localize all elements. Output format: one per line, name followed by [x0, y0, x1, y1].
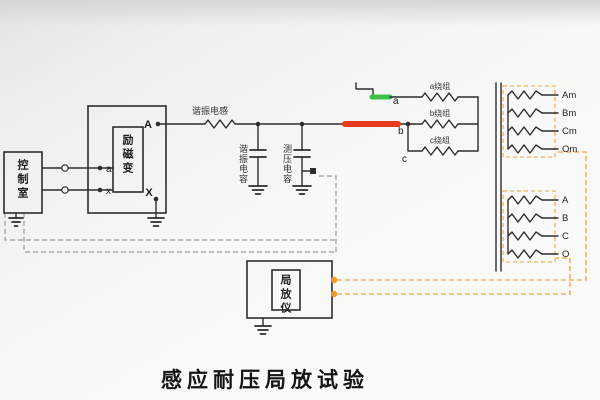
terminal-O2-label: O	[562, 249, 569, 260]
terminal-Cm-label: Cm	[562, 126, 577, 137]
resonant-capacitor-label: 谐振电容	[238, 144, 248, 184]
phase-a-branch	[355, 82, 479, 102]
secondary-group-bottom-dashed-box	[502, 190, 556, 263]
secondary-winding-symbol	[507, 213, 543, 223]
resonant-capacitor-symbol	[248, 121, 268, 195]
pd-ground-icon	[254, 317, 272, 335]
terminal-X-label: X	[145, 187, 153, 199]
phase-c-branch	[405, 96, 479, 156]
connector-circle	[61, 164, 69, 172]
terminal-C2-label: C	[562, 231, 569, 242]
secondary-winding-symbol	[507, 108, 543, 118]
pd-detector	[246, 260, 338, 335]
measuring-capacitor-label: 测压电容	[282, 144, 292, 184]
control-room-ground-icon	[8, 212, 24, 227]
winding-b-symbol	[421, 119, 459, 129]
terminal-B2-label: B	[562, 213, 568, 224]
winding-b-label: b绕组	[430, 108, 450, 118]
winding-a-label: a绕组	[430, 81, 450, 91]
secondary-winding-group-top: Am Bm Cm Om	[507, 90, 577, 155]
terminal-A2-label: A	[562, 195, 569, 206]
control-room-label: 控制室	[16, 159, 28, 201]
pd-cable-dashed	[337, 151, 587, 295]
phase-b-branch	[421, 119, 479, 129]
phase-c-label: c	[402, 154, 407, 165]
secondary-winding-symbol	[507, 249, 543, 259]
secondary-winding-symbol	[507, 144, 543, 154]
pd-output-terminal	[330, 276, 338, 284]
secondary-winding-symbol	[507, 231, 543, 241]
control-room-box	[3, 151, 43, 214]
secondary-group-top-dashed-box	[502, 85, 556, 158]
secondary-winding-symbol	[507, 90, 543, 100]
phase-b-label: b	[398, 126, 404, 137]
terminal-A-label: A	[144, 119, 152, 131]
winding-c-label: c绕组	[430, 135, 450, 145]
pd-detector-label: 局放仪	[279, 274, 291, 316]
transformer-core	[495, 82, 502, 272]
excitation-transformer-box	[87, 105, 167, 214]
main-hv-line	[157, 119, 423, 129]
terminal-Bm-label: Bm	[562, 108, 576, 119]
connector-circle	[61, 186, 69, 194]
winding-c-symbol	[421, 146, 459, 156]
secondary-winding-group-bottom: A B C O	[507, 195, 569, 260]
terminal-Am-label: Am	[562, 90, 576, 101]
control-cable-dashed	[4, 175, 337, 253]
lv-supply-wires	[41, 164, 114, 194]
measurement-tap-terminal	[310, 168, 316, 174]
secondary-winding-symbol	[507, 126, 543, 136]
terminal-a-dot	[97, 165, 103, 171]
resonant-inductor-symbol	[204, 119, 236, 129]
pd-output-terminal	[330, 290, 338, 298]
pd-detector-box	[246, 260, 333, 319]
terminal-a-label: a	[106, 164, 112, 175]
page-title: 感应耐压局放试验	[161, 369, 369, 392]
terminal-x-dot	[97, 187, 103, 193]
terminal-x-label: x	[106, 186, 111, 197]
terminal-Om-label: Om	[562, 144, 577, 155]
excitation-ground-icon	[147, 198, 165, 227]
excitation-transformer-inner-box	[112, 126, 144, 193]
resonant-inductor-label: 谐振电感	[192, 106, 229, 116]
measuring-capacitor-symbol	[292, 121, 316, 195]
winding-a-symbol	[421, 92, 459, 102]
secondary-winding-symbol	[507, 195, 543, 205]
pd-detector-inner-box	[271, 269, 301, 311]
phase-a-label: a	[393, 96, 399, 107]
excitation-transformer-label: 励磁变	[121, 134, 133, 176]
